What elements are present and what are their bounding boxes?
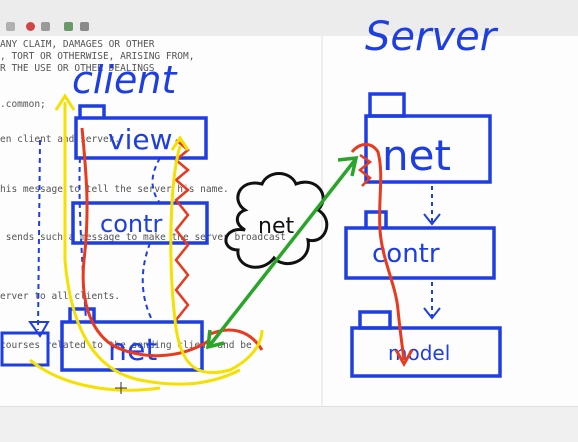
server-model-box: [350, 326, 502, 378]
green-arrow-head-2: [337, 155, 359, 177]
client-yellow-bottom: [29, 358, 161, 392]
toolbar-icon-5[interactable]: [80, 22, 89, 31]
client-view-box: [74, 116, 208, 160]
client-dash-1: [151, 157, 161, 204]
code-line: , TORT OR OTHERWISE, ARISING FROM,: [0, 51, 195, 62]
stop-icon[interactable]: [26, 22, 35, 31]
editor-toolbar: [0, 0, 578, 40]
client-view-label: view: [108, 123, 172, 156]
client-red-line-1: [80, 127, 211, 358]
client-dash-left2: [78, 157, 87, 321]
server-net-label: net: [382, 131, 451, 180]
client-dash-left: [37, 139, 41, 331]
code-line: .common;: [0, 99, 46, 110]
server-title: Server: [365, 14, 499, 60]
toolbar-icon-4[interactable]: [64, 22, 73, 31]
server-dash-head-1: [423, 213, 441, 226]
code-line: ANY CLAIM, DAMAGES OR OTHER: [0, 39, 155, 50]
server-red-zigzag: [357, 153, 373, 187]
server-model-tab: [358, 310, 392, 330]
client-yellow-arrow-up: [63, 102, 241, 386]
green-arrow-head-1: [205, 329, 225, 350]
code-line: erver to all clients.: [0, 291, 121, 302]
server-contr-tab: [364, 210, 388, 228]
client-contr-label: contr: [100, 210, 163, 238]
toolbar-icon-1[interactable]: [6, 22, 15, 31]
client-yellow-right: [169, 145, 264, 375]
server-net-box: [364, 114, 492, 184]
toolbar-icon-3[interactable]: [41, 22, 50, 31]
client-net-label: net: [108, 333, 157, 368]
server-dash-head-2: [423, 307, 441, 320]
code-line: R THE USE OR OTHER DEALINGS: [0, 63, 155, 74]
bottom-panel: [0, 406, 578, 442]
client-red-zigzag: [174, 139, 190, 321]
client-contr-box: [71, 201, 209, 245]
client-side-box: [0, 331, 50, 367]
server-red-line: [350, 143, 406, 361]
code-line: courses related to the sending client an…: [0, 340, 252, 351]
client-title: client: [72, 58, 178, 102]
client-yellow-head-2: [170, 135, 190, 151]
cursor-cross-icon: [115, 382, 127, 394]
server-net-tab: [368, 92, 406, 118]
client-net-tab: [68, 307, 96, 322]
client-dash-2: [141, 242, 153, 321]
cloud-label: net: [258, 214, 294, 239]
server-contr-box: [344, 226, 496, 280]
code-editor[interactable]: ANY CLAIM, DAMAGES OR OTHER , TORT OR OT…: [0, 36, 578, 406]
client-yellow-head: [54, 93, 76, 111]
green-arrow-line: [208, 158, 357, 347]
client-view-tab: [78, 104, 106, 118]
server-red-head: [394, 349, 414, 368]
net-cloud: [224, 172, 329, 269]
